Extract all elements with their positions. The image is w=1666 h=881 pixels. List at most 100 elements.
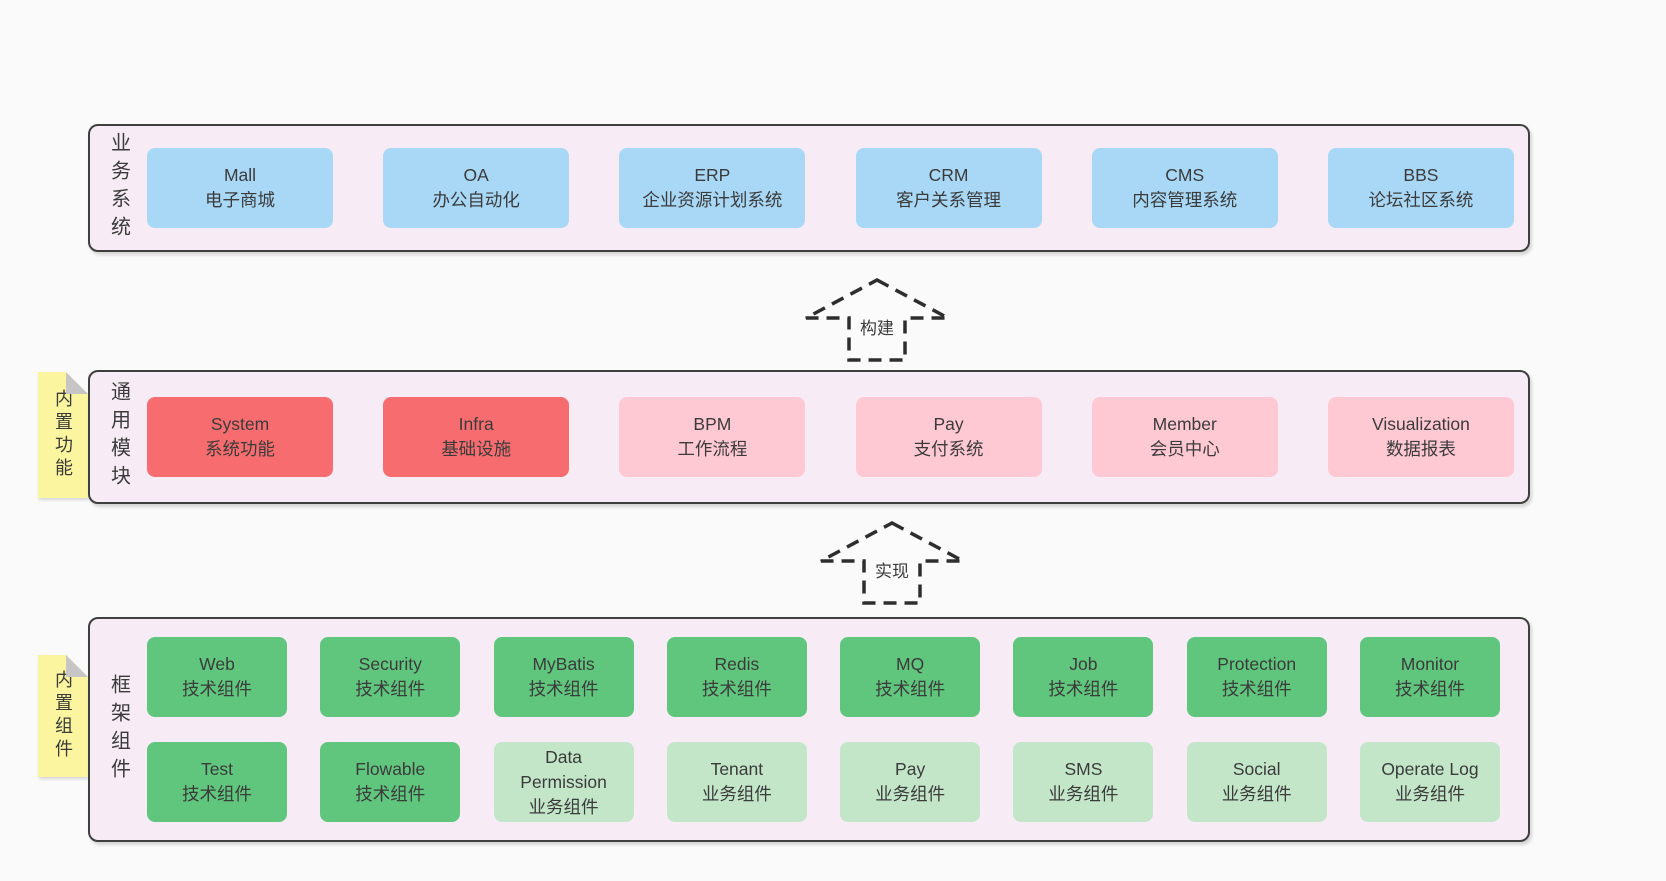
box-desc: 技术组件: [1221, 679, 1292, 699]
box-social: Social 业务组件: [1186, 742, 1327, 822]
layer-common-modules: 通用模块 System 系统功能 Infra 基础设施 BPM 工作流程 Pay…: [88, 370, 1530, 504]
box-name: Infra: [458, 414, 494, 434]
layer-title-text: 业务系统: [107, 132, 130, 244]
box-test: Test 技术组件: [147, 742, 287, 822]
box-bpm: BPM 工作流程: [619, 397, 806, 477]
layer-title-common-modules: 通用模块: [90, 372, 147, 502]
box-desc: 技术组件: [1048, 679, 1119, 699]
sticky-note-built-in-features: 内置功能: [38, 372, 88, 498]
box-pay-biz: Pay 业务组件: [840, 742, 981, 822]
box-name: CRM: [928, 165, 969, 185]
box-sms: SMS 业务组件: [1013, 742, 1154, 822]
box-desc: 工作流程: [677, 439, 748, 459]
box-name: CMS: [1165, 165, 1205, 185]
box-name: BBS: [1403, 165, 1439, 185]
box-name: Member: [1152, 414, 1217, 434]
box-name: ERP: [694, 165, 731, 185]
sticky-note-built-in-components: 内置组件: [38, 655, 88, 777]
box-desc: 客户关系管理: [896, 190, 1002, 210]
box-flowable: Flowable 技术组件: [320, 742, 461, 822]
box-desc: 业务组件: [701, 784, 772, 804]
business-boxes-row: Mall 电子商城 OA 办公自动化 ERP 企业资源计划系统 CRM 客户关系…: [147, 148, 1528, 228]
box-desc: 技术组件: [701, 679, 772, 699]
layer-title-framework-components: 框架组件: [90, 619, 147, 840]
box-desc: 技术组件: [182, 679, 252, 699]
sticky-note-text: 内置组件: [53, 670, 73, 762]
box-desc: 基础设施: [441, 439, 512, 459]
box-name: System: [210, 414, 270, 434]
box-visualization: Visualization 数据报表: [1327, 397, 1514, 477]
box-mall: Mall 电子商城: [147, 148, 333, 228]
box-name: Social: [1232, 759, 1281, 779]
box-cms: CMS 内容管理系统: [1091, 148, 1278, 228]
box-name: Flowable: [355, 759, 426, 779]
box-name: SMS: [1064, 759, 1103, 779]
box-desc: 技术组件: [182, 784, 252, 804]
layer-title-business-systems: 业务系统: [90, 126, 147, 250]
arrow-build: 构建: [802, 277, 952, 363]
layer-title-text: 框架组件: [107, 673, 130, 786]
box-desc: 技术组件: [1394, 679, 1465, 699]
arrow-implement: 实现: [817, 520, 967, 606]
arrow-label: 实现: [872, 557, 912, 582]
box-member: Member 会员中心: [1091, 397, 1278, 477]
box-data-permission: Data Permission 业务组件: [493, 742, 634, 822]
box-desc: 技术组件: [355, 679, 426, 699]
box-tenant: Tenant 业务组件: [666, 742, 807, 822]
box-name: Redis: [714, 654, 760, 674]
box-name: Monitor: [1400, 654, 1460, 674]
box-desc: 系统功能: [205, 439, 275, 459]
box-name: Pay: [933, 414, 964, 434]
box-name: Security: [358, 654, 422, 674]
box-crm: CRM 客户关系管理: [855, 148, 1042, 228]
box-desc: 业务组件: [528, 796, 599, 817]
box-name: OA: [463, 165, 489, 185]
box-desc: 业务组件: [1394, 784, 1465, 804]
box-desc: 办公自动化: [432, 190, 520, 210]
box-name: Mall: [223, 165, 257, 185]
box-desc: 技术组件: [355, 784, 426, 804]
box-operate-log: Operate Log 业务组件: [1359, 742, 1500, 822]
box-desc: 数据报表: [1385, 439, 1456, 459]
arrow-label: 构建: [857, 314, 897, 339]
box-desc: 企业资源计划系统: [642, 190, 783, 210]
box-desc: 业务组件: [1221, 784, 1292, 804]
box-desc: 内容管理系统: [1132, 190, 1238, 210]
box-desc: 电子商城: [205, 190, 275, 210]
layer-title-text: 通用模块: [107, 381, 130, 493]
box-job: Job 技术组件: [1013, 637, 1154, 717]
box-name: Web: [199, 654, 235, 674]
box-name: Tenant: [710, 759, 764, 779]
box-bbs: BBS 论坛社区系统: [1327, 148, 1514, 228]
box-name: Protection: [1217, 654, 1297, 674]
box-infra: Infra 基础设施: [383, 397, 570, 477]
box-name: Operate Log: [1381, 759, 1479, 779]
box-name: Pay: [895, 759, 926, 779]
layer-framework-components: 框架组件 Web 技术组件 Security 技术组件 MyBatis 技术组件…: [88, 617, 1530, 842]
box-mybatis: MyBatis 技术组件: [493, 637, 634, 717]
box-desc: 论坛社区系统: [1368, 190, 1474, 210]
common-module-boxes-row: System 系统功能 Infra 基础设施 BPM 工作流程 Pay 支付系统…: [147, 397, 1528, 477]
box-name: Visualization: [1371, 414, 1470, 434]
box-name: MQ: [896, 654, 925, 674]
box-desc: 技术组件: [875, 679, 946, 699]
box-monitor: Monitor 技术组件: [1359, 637, 1500, 717]
box-name: Job: [1069, 654, 1098, 674]
box-security: Security 技术组件: [320, 637, 461, 717]
box-protection: Protection 技术组件: [1186, 637, 1327, 717]
box-web: Web 技术组件: [147, 637, 287, 717]
tech-components-row: Web 技术组件 Security 技术组件 MyBatis 技术组件 Redi…: [147, 637, 1500, 717]
layer-business-systems: 业务系统 Mall 电子商城 OA 办公自动化 ERP 企业资源计划系统 CRM…: [88, 124, 1530, 252]
box-system: System 系统功能: [147, 397, 333, 477]
box-desc: 支付系统: [913, 439, 984, 459]
box-name: Data Permission: [520, 746, 607, 792]
box-erp: ERP 企业资源计划系统: [619, 148, 806, 228]
box-redis: Redis 技术组件: [666, 637, 807, 717]
box-mq: MQ 技术组件: [840, 637, 981, 717]
box-name: Test: [200, 759, 234, 779]
box-pay: Pay 支付系统: [855, 397, 1042, 477]
biz-components-row: Test 技术组件 Flowable 技术组件 Data Permission …: [147, 742, 1500, 822]
framework-component-rows: Web 技术组件 Security 技术组件 MyBatis 技术组件 Redi…: [147, 619, 1528, 840]
box-desc: 会员中心: [1149, 439, 1220, 459]
